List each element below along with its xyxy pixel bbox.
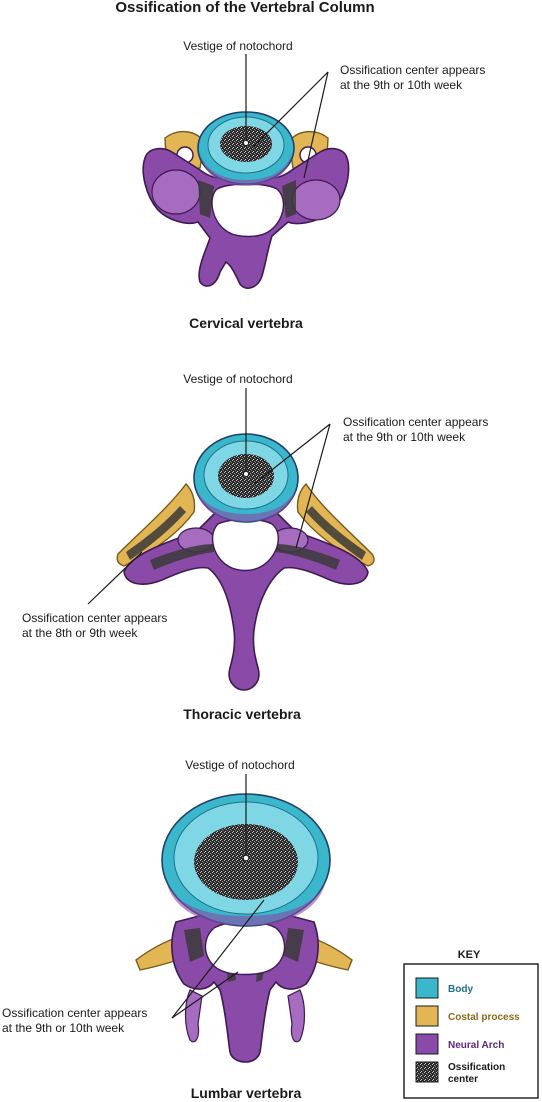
cervical-ossification-leader-1 xyxy=(251,71,329,149)
cervical-arch-ossification-right xyxy=(282,180,296,218)
thoracic-ossification-leader-2 xyxy=(295,423,331,549)
lumbar-vertebral-canal xyxy=(204,921,286,976)
key-swatch-body xyxy=(415,977,439,999)
lumbar-notochord-label: Vestige of notochord xyxy=(185,758,294,772)
key-legend: KEY Body Costal process Neural Arch Ossi… xyxy=(403,949,539,1099)
cervical-body-arch-overlap xyxy=(200,152,292,186)
lumbar-ossification-label-line1: Ossification center appears xyxy=(2,1006,147,1020)
thoracic-arch-ossification-right xyxy=(276,544,340,570)
key-label-costal-process: Costal process xyxy=(448,1012,520,1023)
thoracic-costal-ossification-right xyxy=(306,506,366,560)
lumbar-caption: Lumbar vertebra xyxy=(191,1085,302,1101)
thoracic-ossification-label-line1: Ossification center appears xyxy=(343,415,488,429)
thoracic-vertebra: Vestige of notochord Ossification center… xyxy=(22,372,488,722)
cervical-arch-ossification-left xyxy=(198,180,214,218)
cervical-ossification-leader-2 xyxy=(303,71,329,179)
thoracic-notochord-dot xyxy=(242,470,250,478)
lumbar-ossification-leader-2 xyxy=(171,971,239,1019)
cervical-facet-left xyxy=(151,169,201,215)
key-title: KEY xyxy=(458,949,481,961)
cervical-ossification-label-line1: Ossification center appears xyxy=(340,63,485,77)
thoracic-costal-leader xyxy=(87,551,143,605)
thoracic-costal-label-line2: at the 8th or 9th week xyxy=(22,626,138,640)
lumbar-vertebra: Vestige of notochord Ossification center… xyxy=(2,758,353,1101)
key-label-ossification-line1: Ossification xyxy=(448,1062,505,1073)
key-label-neural-arch: Neural Arch xyxy=(448,1040,504,1051)
cervical-ossification-label-line2: at the 9th or 10th week xyxy=(340,78,463,92)
diagram-title: Ossification of the Vertebral Column xyxy=(115,0,374,16)
key-swatch-costal-process xyxy=(415,1005,439,1027)
thoracic-arch-ossification-left xyxy=(150,544,214,570)
key-swatch-neural-arch xyxy=(415,1033,439,1055)
lumbar-ossification-label-line2: at the 9th or 10th week xyxy=(2,1021,125,1035)
lumbar-arch-ossification-left xyxy=(184,928,204,962)
lumbar-ossification-leader-1 xyxy=(171,899,265,1019)
cervical-vertebra: Vestige of notochord Ossification center… xyxy=(142,39,485,331)
lumbar-body-ossification xyxy=(194,824,298,900)
lumbar-mammillary-right xyxy=(287,989,306,1043)
cervical-notochord-dot xyxy=(242,139,250,147)
thoracic-notochord-label: Vestige of notochord xyxy=(183,372,292,386)
lumbar-body-arch-overlap xyxy=(166,880,326,926)
thoracic-costal-label-line1: Ossification center appears xyxy=(22,611,167,625)
thoracic-costal-ossification-left xyxy=(126,506,186,560)
cervical-caption: Cervical vertebra xyxy=(189,315,303,331)
key-label-ossification-line2: center xyxy=(448,1074,478,1085)
cervical-notochord-label: Vestige of notochord xyxy=(183,39,292,53)
thoracic-ossification-label-line2: at the 9th or 10th week xyxy=(343,430,466,444)
key-swatch-ossification-center xyxy=(415,1061,439,1083)
thoracic-body-arch-overlap xyxy=(196,488,296,522)
lumbar-notochord-dot xyxy=(242,854,250,862)
cervical-facet-right xyxy=(291,179,341,221)
cervical-vertebral-canal xyxy=(211,183,285,238)
thoracic-caption: Thoracic vertebra xyxy=(183,706,301,722)
thoracic-ossification-leader-1 xyxy=(253,423,331,485)
lumbar-arch-ossification-right xyxy=(284,928,304,962)
lumbar-mammillary-left xyxy=(184,989,203,1043)
key-label-body: Body xyxy=(448,984,473,995)
